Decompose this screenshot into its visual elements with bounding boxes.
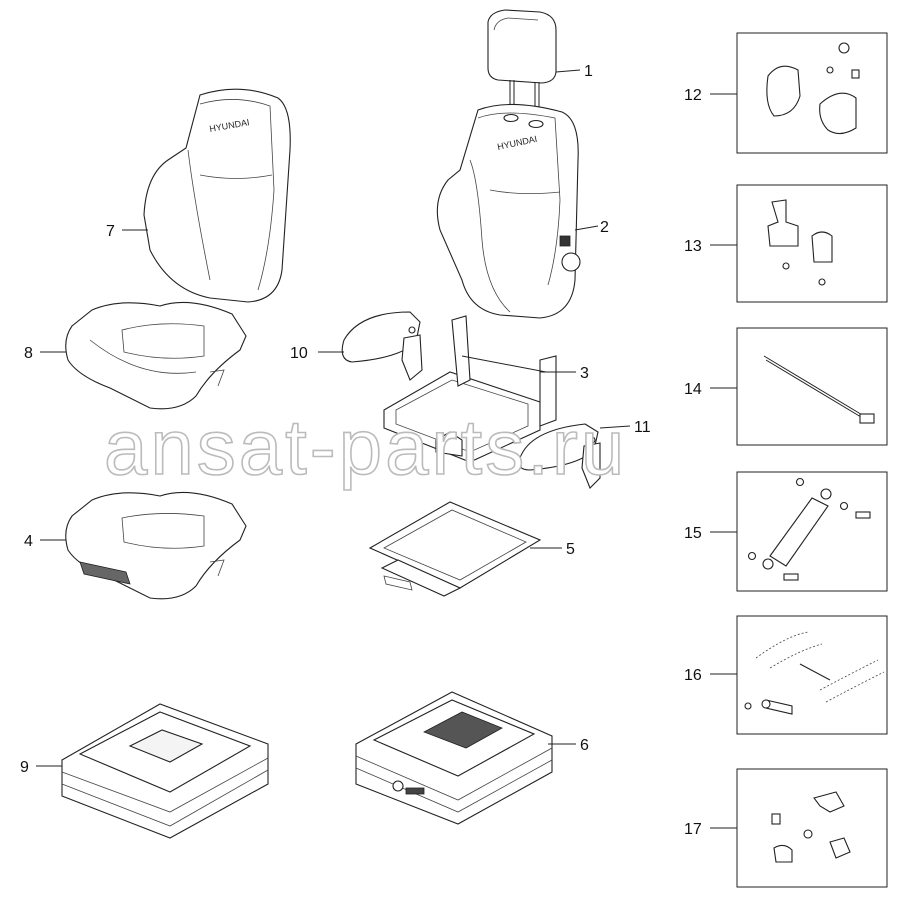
seat-cushion-part [65,491,247,600]
callout-labels: 1 2 3 4 5 6 7 8 9 10 11 12 13 14 15 16 1… [20,63,702,838]
callout-12: 12 [684,87,702,104]
callout-1: 1 [584,63,593,80]
callout-14: 14 [684,381,702,398]
callout-9: 9 [20,759,29,776]
suspension-base-part [61,703,269,839]
left-armrest-part [341,311,423,381]
kit-box-15 [736,471,888,592]
seat-cover-part [65,301,247,410]
suspension-mechanism-part [355,691,553,825]
callout-6: 6 [580,737,589,754]
kit-box-14 [736,327,888,446]
callout-17: 17 [684,821,702,838]
headrest-part [487,9,557,108]
backrest-cover-part: HYUNDAI [143,88,291,303]
callout-2: 2 [600,219,609,236]
callout-5: 5 [566,541,575,558]
backrest-part: HYUNDAI [436,103,581,319]
callout-16: 16 [684,667,702,684]
callout-15: 15 [684,525,702,542]
slide-rails-part [368,501,542,597]
callout-10: 10 [290,345,308,362]
kit-box-17 [736,768,888,888]
kit-box-16 [736,615,888,735]
callout-13: 13 [684,238,702,255]
callout-7: 7 [106,223,115,240]
kit-box-13 [736,184,888,303]
right-armrest-part [518,423,601,489]
callout-11: 11 [634,419,651,436]
callout-4: 4 [24,533,33,550]
leader-lines [36,69,737,829]
callout-8: 8 [24,345,33,362]
callout-3: 3 [580,365,589,382]
kit-box-12 [736,32,888,154]
seat-frame-part [383,315,557,463]
watermark-text: ansat-parts.ru [104,403,627,491]
